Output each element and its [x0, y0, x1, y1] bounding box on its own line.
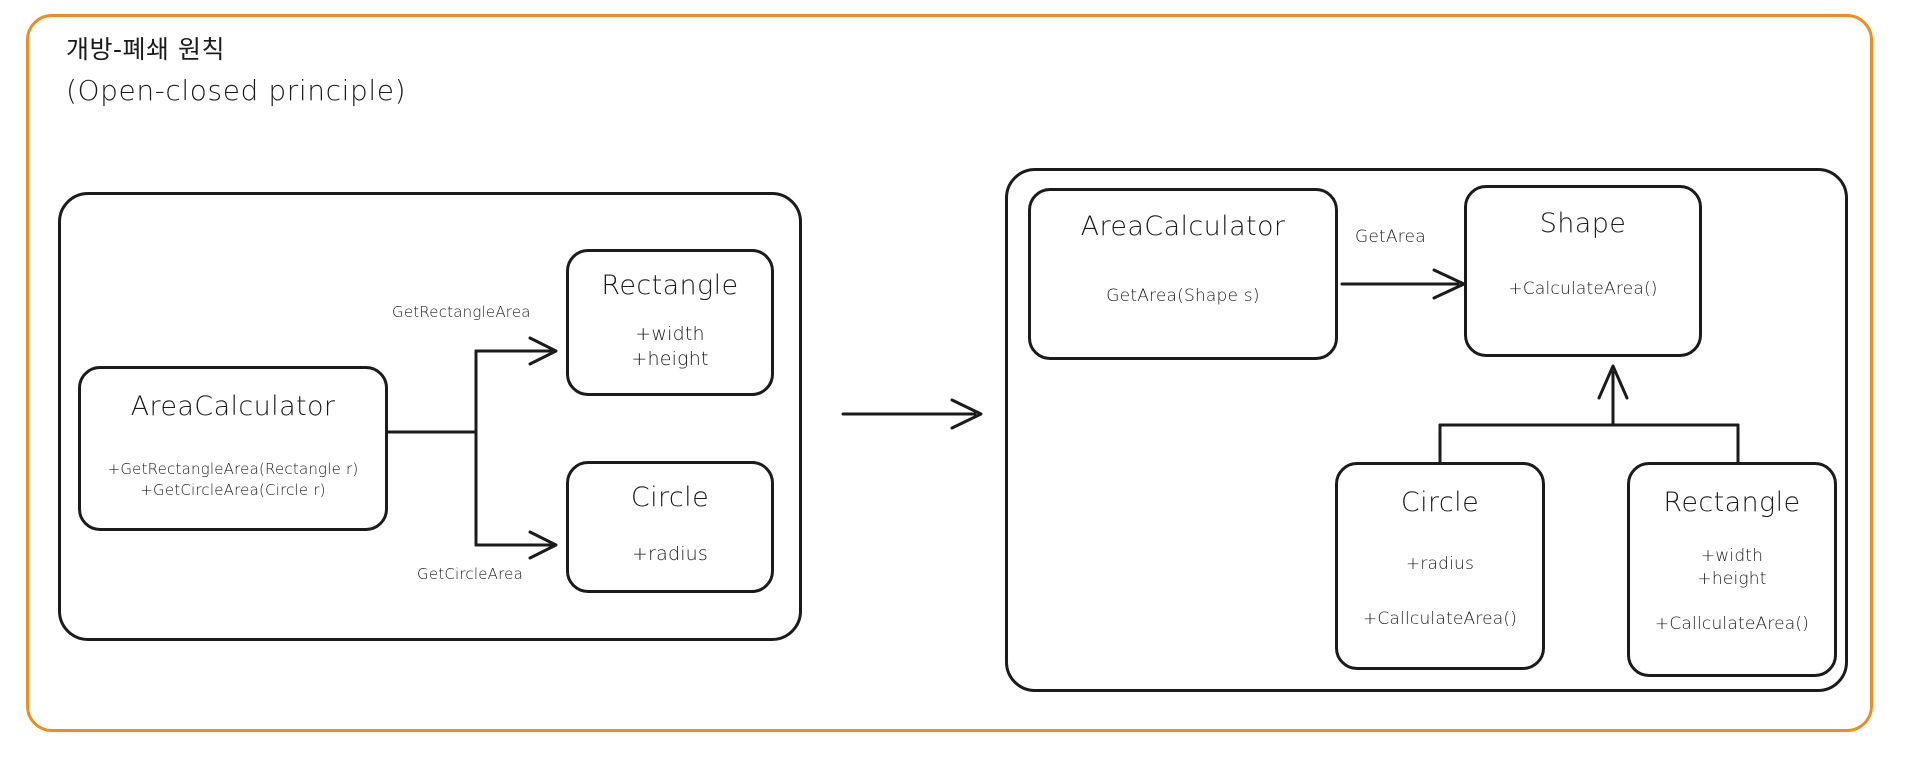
before-group-container [58, 192, 802, 641]
after-shape-node[interactable]: Shape +CalculateArea() [1464, 185, 1702, 357]
orange-frame-border [26, 14, 1873, 732]
after-rectangle-method: +CallculateArea() [1654, 614, 1810, 634]
after-shape-members: +CalculateArea() [1508, 279, 1658, 299]
before-circle-node[interactable]: Circle +radius [566, 461, 774, 593]
after-rectangle-node[interactable]: Rectangle +width +height +CallculateArea… [1627, 462, 1837, 677]
before-rectangle-members: +width +height [631, 323, 709, 370]
after-circle-title: Circle [1400, 487, 1480, 518]
after-area-calculator-node[interactable]: AreaCalculator GetArea(Shape s) [1028, 188, 1338, 360]
before-rectangle-title: Rectangle [601, 270, 739, 301]
before-edge-label-rectangle: GetRectangleArea [392, 303, 531, 321]
after-circle-members: +radius [1405, 554, 1475, 574]
after-rectangle-title: Rectangle [1663, 487, 1801, 518]
after-circle-node[interactable]: Circle +radius +CallculateArea() [1335, 462, 1545, 670]
before-circle-title: Circle [630, 482, 710, 513]
after-area-calculator-members: GetArea(Shape s) [1106, 286, 1260, 306]
after-circle-method: +CallculateArea() [1362, 609, 1518, 629]
before-edge-label-circle: GetCircleArea [417, 565, 523, 583]
title-block: 개방-폐쇄 원칙 (Open-closed principle) [66, 30, 406, 112]
after-shape-title: Shape [1539, 208, 1627, 239]
after-rectangle-members: +width +height [1697, 546, 1767, 589]
before-area-calculator-title: AreaCalculator [130, 391, 336, 422]
before-rectangle-node[interactable]: Rectangle +width +height [566, 249, 774, 396]
page-title-korean: 개방-폐쇄 원칙 [66, 35, 225, 64]
after-area-calculator-title: AreaCalculator [1080, 211, 1286, 242]
before-circle-members: +radius [631, 543, 709, 565]
before-area-calculator-members: +GetRectangleArea(Rectangle r) +GetCircl… [107, 460, 359, 499]
before-area-calculator-node[interactable]: AreaCalculator +GetRectangleArea(Rectang… [78, 366, 388, 531]
after-group-container [1005, 168, 1848, 692]
page-title-english: (Open-closed principle) [66, 74, 407, 107]
after-edge-label-get-area: GetArea [1355, 227, 1426, 247]
